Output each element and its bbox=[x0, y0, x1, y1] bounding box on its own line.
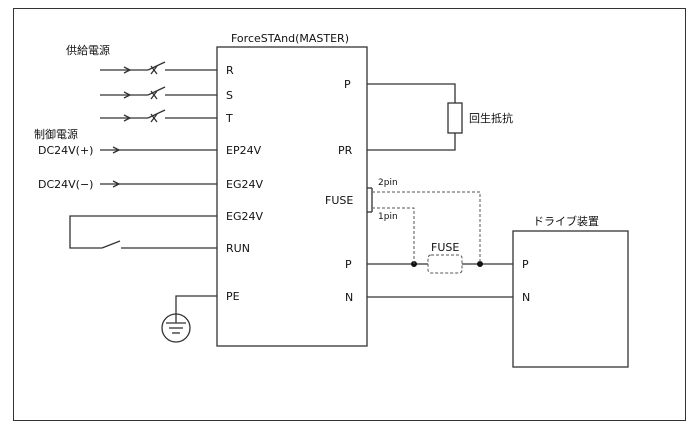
p-line bbox=[367, 261, 513, 267]
terminal-pe: PE bbox=[226, 290, 240, 303]
terminal-r: R bbox=[226, 64, 234, 77]
pe-ground-line bbox=[175, 295, 217, 314]
terminal-eg24v-2: EG24V bbox=[226, 210, 263, 223]
fuse-symbol bbox=[427, 254, 463, 274]
drive-terminal-p: P bbox=[522, 258, 529, 271]
drive-title: ドライブ装置 bbox=[533, 215, 599, 228]
master-box bbox=[216, 46, 368, 347]
dc-minus-line bbox=[100, 180, 217, 188]
dc24v-plus-label: DC24V(+) bbox=[38, 144, 94, 157]
drive-box bbox=[512, 230, 629, 368]
terminal-run: RUN bbox=[226, 242, 250, 255]
master-title: ForceSTAnd(MASTER) bbox=[231, 32, 349, 45]
resistor-symbol bbox=[447, 102, 463, 134]
terminal-t: T bbox=[226, 112, 233, 125]
resistor-wiring bbox=[367, 83, 463, 151]
fuse-label: FUSE bbox=[431, 241, 460, 254]
terminal-s: S bbox=[226, 89, 233, 102]
resistor-label: 回生抵抗 bbox=[469, 112, 513, 125]
terminal-fuse: FUSE bbox=[325, 194, 354, 207]
terminal-p-out-1: P bbox=[344, 78, 351, 91]
control-power-label: 制御電源 bbox=[34, 128, 78, 141]
supply-line-s bbox=[100, 86, 217, 100]
fuse-pin1-label: 1pin bbox=[378, 212, 398, 222]
fuse-pin2-label: 2pin bbox=[378, 178, 398, 188]
terminal-pr: PR bbox=[338, 144, 353, 157]
supply-line-t bbox=[100, 109, 217, 123]
supply-power-label: 供給電源 bbox=[66, 44, 110, 57]
terminal-eg24v-1: EG24V bbox=[226, 178, 263, 191]
supply-line-r bbox=[100, 61, 217, 75]
fuse-sense-wiring bbox=[367, 187, 481, 264]
ground-icon bbox=[161, 313, 191, 343]
drive-terminal-n: N bbox=[522, 291, 531, 304]
run-switch-loop bbox=[69, 215, 217, 249]
diagram-frame bbox=[13, 8, 686, 421]
terminal-ep24v: EP24V bbox=[226, 144, 262, 157]
terminal-n-out: N bbox=[345, 291, 354, 304]
dc-plus-line bbox=[100, 146, 217, 154]
dc24v-minus-label: DC24V(−) bbox=[38, 178, 94, 191]
terminal-p-out-2: P bbox=[345, 258, 352, 271]
